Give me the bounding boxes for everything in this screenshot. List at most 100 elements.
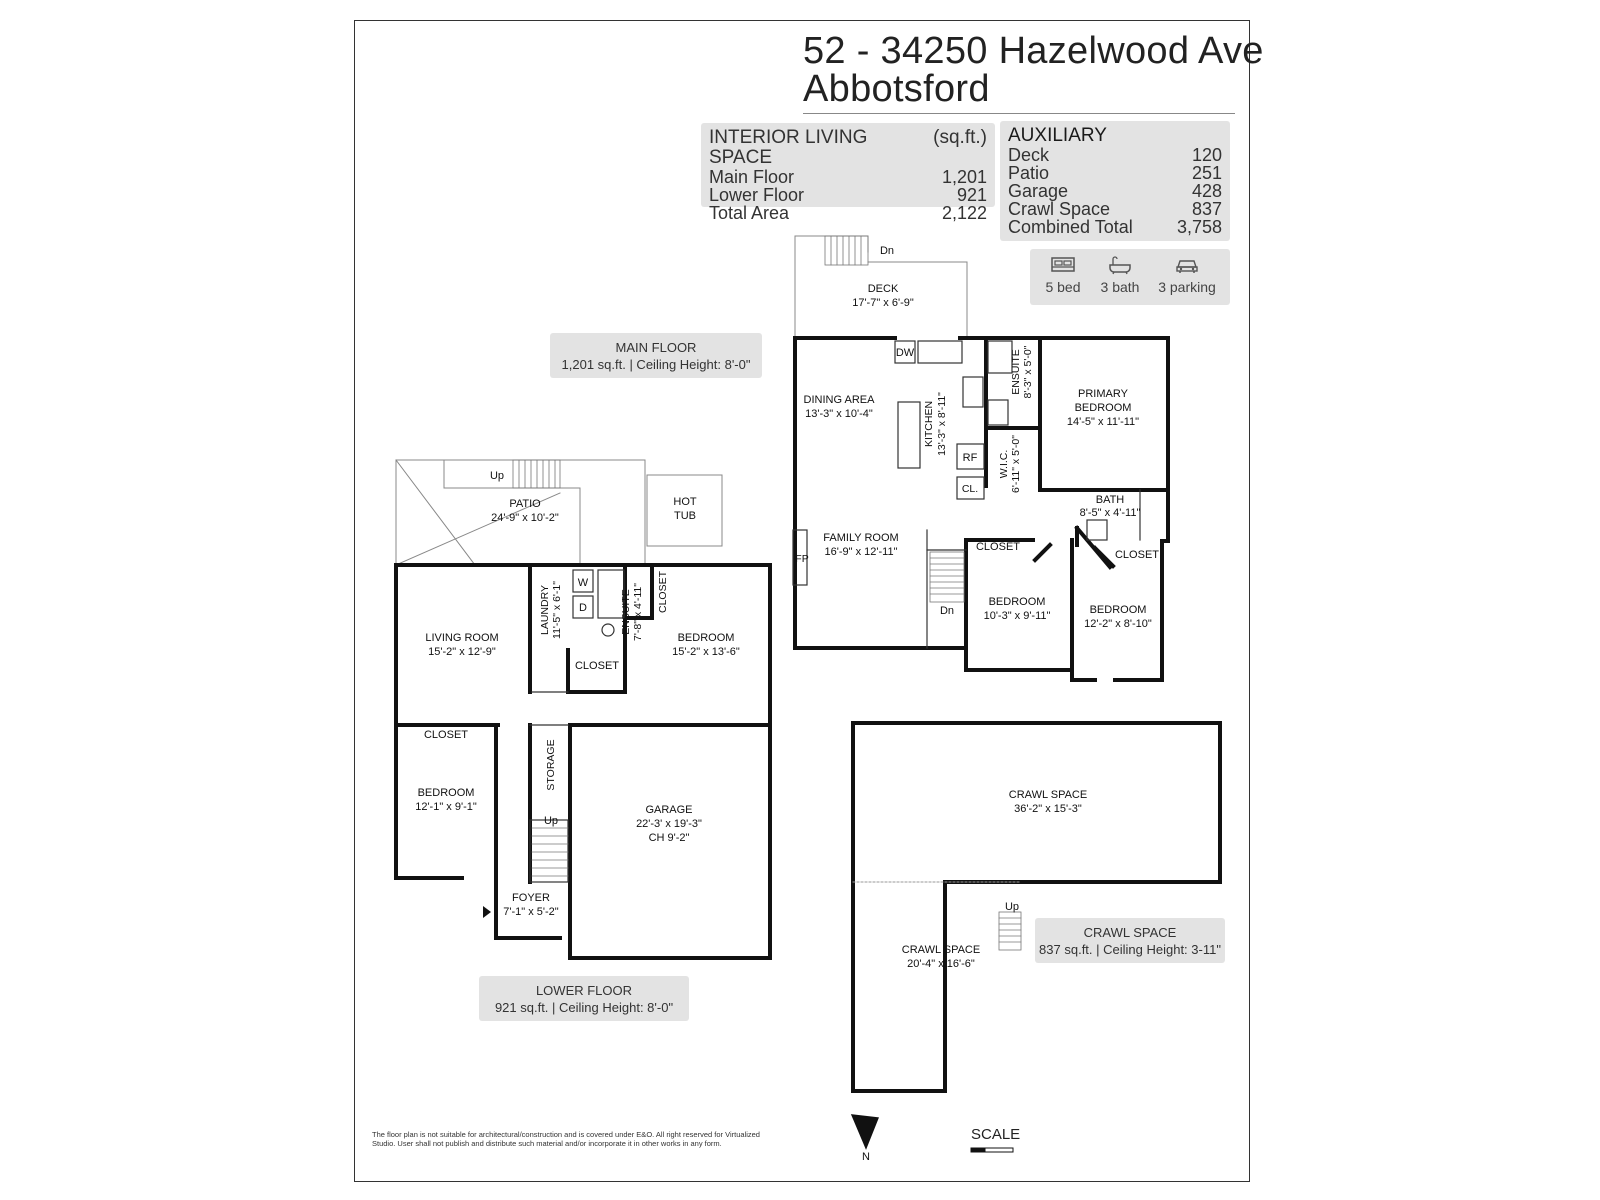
patio-dim: 24'-9" x 10'-2" (491, 512, 559, 524)
crawl1-name: CRAWL SPACE (1009, 789, 1087, 801)
aux-value-1: 251 (1191, 163, 1222, 183)
bed-main-1-dim: 10'-3" x 9'-11" (984, 610, 1051, 622)
closet-cl: CL. (962, 483, 978, 495)
wic-name: W.I.C. (998, 450, 1010, 479)
bed-lower-2-dim: 12'-1" x 9'-1" (415, 801, 477, 813)
crawl-up: Up (1005, 901, 1019, 913)
main-floor-stairs (929, 551, 965, 603)
aux-label-0: Deck (1008, 145, 1050, 165)
aux-value-2: 428 (1191, 181, 1222, 201)
lower-stairs (531, 827, 569, 877)
aux-label-4: Combined Total (1008, 217, 1133, 237)
lower-floor-thin-walls (529, 569, 625, 883)
interior-value-1: 921 (956, 185, 987, 205)
lower-up: Up (544, 815, 558, 827)
features-panel: 5 bed 3 bath 3 parking (1030, 249, 1230, 305)
hottub-line1: HOT (673, 496, 697, 508)
ensuite-main-name: ENSUITE (1010, 349, 1022, 395)
interior-label-0: Main Floor (709, 167, 795, 187)
laundry-name: LAUNDRY (539, 585, 551, 635)
crawl-space-info: 837 sq.ft. | Ceiling Height: 3-11" (1039, 942, 1221, 957)
deck-name: DECK (868, 283, 899, 295)
bed-lower-1-dim: 15'-2" x 13'-6" (672, 646, 740, 658)
address-line2: Abbotsford (803, 68, 990, 110)
interior-title: INTERIOR LIVING SPACE (709, 127, 868, 168)
ensuite-lower-dim: 7'-8" x 4'-11" (632, 583, 644, 641)
interior-label-1: Lower Floor (709, 185, 805, 205)
garage-ch: CH 9'-2" (649, 832, 690, 844)
crawl2-name: CRAWL SPACE (902, 944, 980, 956)
entry-arrow-icon (483, 906, 491, 918)
bath-name: BATH (1096, 494, 1125, 506)
fireplace: FP (795, 553, 808, 565)
closet-lower-3: CLOSET (424, 729, 468, 741)
beds-text: 5 bed (1045, 279, 1081, 295)
closet-main-2: CLOSET (1115, 549, 1159, 561)
kitchen-name: KITCHEN (923, 401, 935, 447)
baths-feature: 3 bath (1095, 255, 1145, 295)
north-label: N (862, 1151, 870, 1163)
address-title: 52 - 34250 Hazelwood Ave Abbotsford (803, 32, 1264, 108)
living-dim: 15'-2" x 12'-9" (428, 646, 496, 658)
address-line1: 52 - 34250 Hazelwood Ave (803, 30, 1264, 72)
garage-name: GARAGE (645, 804, 692, 816)
foyer-name: FOYER (512, 892, 550, 904)
main-floor-walls (793, 336, 1170, 682)
crawl-stairs (998, 911, 1022, 951)
main-floor-label: MAIN FLOOR 1,201 sq.ft. | Ceiling Height… (550, 333, 762, 378)
main-dn: Dn (940, 605, 954, 617)
crawl-space-walls (851, 721, 1222, 1093)
lower-floor-label: LOWER FLOOR 921 sq.ft. | Ceiling Height:… (479, 976, 689, 1021)
car-icon (1176, 260, 1198, 273)
fridge: RF (963, 452, 978, 464)
bed-icon (1051, 257, 1075, 272)
main-floor-name: MAIN FLOOR (615, 340, 697, 355)
family-dim: 16'-9" x 12'-11" (825, 546, 898, 558)
bed-main-2-name: BEDROOM (1090, 604, 1147, 616)
deck-dn: Dn (880, 245, 894, 257)
closet-main-1: CLOSET (976, 541, 1020, 553)
main-floor-info: 1,201 sq.ft. | Ceiling Height: 8'-0" (561, 357, 751, 372)
primary-line1: PRIMARY (1078, 388, 1129, 400)
interior-unit: (sq.ft.) (933, 127, 987, 148)
dining-name: DINING AREA (804, 394, 876, 406)
patio-up: Up (490, 470, 504, 482)
aux-value-3: 837 (1191, 199, 1222, 219)
hottub-line2: TUB (674, 510, 696, 522)
bath-dim: 8'-5" x 4'-11" (1080, 507, 1141, 519)
interior-value-2: 2,122 (941, 203, 987, 223)
parking-text: 3 parking (1158, 279, 1216, 295)
lower-floor-name: LOWER FLOOR (535, 983, 633, 998)
garage-dim: 22'-3' x 19'-3" (636, 818, 702, 830)
primary-dim: 14'-5" x 11'-11" (1067, 416, 1139, 428)
storage-label: STORAGE (545, 739, 557, 790)
aux-label-2: Garage (1008, 181, 1069, 201)
patio-stairs (512, 459, 561, 489)
bathtub-icon (1109, 256, 1131, 275)
crawl1-dim: 36'-2" x 15'-3" (1014, 803, 1082, 815)
lower-floor-walls (394, 563, 772, 960)
washer: W (578, 577, 589, 589)
foyer-dim: 7'-1" x 5'-2" (503, 906, 559, 918)
bed-main-2-dim: 12'-2" x 8'-10" (1084, 618, 1152, 630)
patio-name: PATIO (509, 498, 541, 510)
living-name: LIVING ROOM (425, 632, 498, 644)
deck-stairs (824, 235, 869, 266)
kitchen-dim: 13'-3" x 8'-11" (936, 392, 948, 456)
beds-feature: 5 bed (1041, 255, 1085, 295)
closet-lower-1: CLOSET (657, 570, 669, 613)
wic-dim: 6'-11" x 5'-0" (1010, 435, 1022, 493)
aux-value-4: 3,758 (1176, 217, 1222, 237)
sheet-border (354, 20, 1250, 1182)
crawl-space-name: CRAWL SPACE (1083, 925, 1177, 940)
interior-label-2: Total Area (709, 203, 790, 223)
bed-main-1-name: BEDROOM (989, 596, 1046, 608)
lower-floor-info: 921 sq.ft. | Ceiling Height: 8'-0" (494, 1000, 674, 1015)
closet-lower-2: CLOSET (575, 660, 619, 672)
aux-label-1: Patio (1008, 163, 1050, 183)
ensuite-lower-name: ENSUITE (620, 589, 632, 635)
aux-label-3: Crawl Space (1008, 199, 1111, 219)
main-floor-thin-walls (792, 340, 1141, 649)
scale-bar (970, 1147, 1014, 1153)
